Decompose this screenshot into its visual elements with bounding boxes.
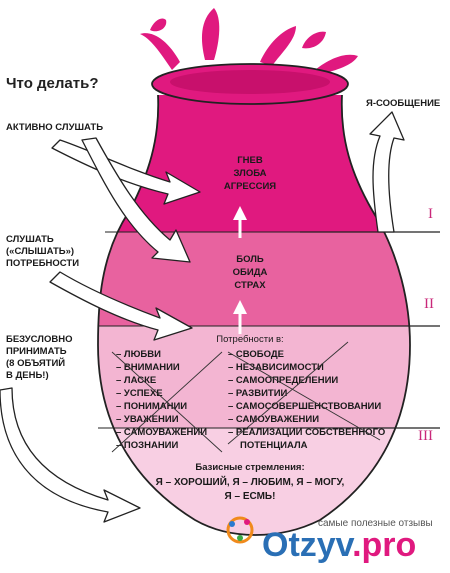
need-right-4: – РАЗВИТИИ bbox=[228, 388, 288, 399]
need-left-3: – ЛАСКЕ bbox=[116, 375, 156, 386]
label-accept-2: ПРИНИМАТЬ bbox=[6, 346, 67, 357]
level-label-3: III bbox=[418, 428, 433, 444]
label-accept-1: БЕЗУСЛОВНО bbox=[6, 334, 72, 345]
page-title: Что делать? bbox=[6, 75, 98, 92]
zone1-word-1: ГНЕВ bbox=[237, 155, 263, 166]
zone1-word-2: ЗЛОБА bbox=[233, 168, 266, 179]
zone1-word-3: АГРЕССИЯ bbox=[224, 181, 276, 192]
need-left-2: – ВНИМАНИИ bbox=[116, 362, 180, 373]
vase-mouth bbox=[170, 70, 330, 94]
label-i-message: Я-СООБЩЕНИЕ bbox=[366, 98, 440, 109]
watermark-tagline: самые полезные отзывы bbox=[318, 518, 433, 529]
label-accept-4: В ДЕНЬ!) bbox=[6, 370, 49, 381]
zone2-word-1: БОЛЬ bbox=[236, 254, 264, 265]
zone-needs bbox=[98, 326, 410, 428]
need-right-5: – САМОСОВЕРШЕНСТВОВАНИИ bbox=[228, 401, 381, 412]
watermark-logo: самые полезные отзывы Otzyv.pro bbox=[226, 516, 433, 564]
zone-pain bbox=[98, 232, 410, 326]
label-listen-3: ПОТРЕБНОСТИ bbox=[6, 258, 79, 269]
level-label-2: II bbox=[424, 296, 434, 312]
label-accept-3: (8 ОБЪЯТИЙ bbox=[6, 357, 65, 369]
label-listen-2: («СЛЫШАТЬ») bbox=[6, 246, 74, 257]
arrow-i-message bbox=[369, 111, 405, 233]
up-arrow-1 bbox=[233, 206, 247, 238]
label-active-listen: АКТИВНО СЛУШАТЬ bbox=[6, 122, 103, 133]
arrow-accept bbox=[0, 387, 141, 523]
need-left-7: – САМОУВАЖЕНИИ bbox=[116, 427, 207, 438]
label-listen-1: СЛУШАТЬ bbox=[6, 234, 54, 245]
zone2-word-2: ОБИДА bbox=[233, 267, 268, 278]
basic-title: Базисные стремления: bbox=[195, 462, 304, 473]
need-left-5: – ПОНИМАНИИ bbox=[116, 401, 187, 412]
need-right-3: – САМООПРЕДЕЛЕНИИ bbox=[228, 375, 338, 386]
need-left-1: – ЛЮБВИ bbox=[116, 349, 161, 360]
crossout-lines bbox=[111, 341, 381, 453]
need-right-1: – СВОБОДЕ bbox=[228, 349, 284, 360]
up-arrow-2 bbox=[233, 300, 247, 334]
basic-line-2: Я – ЕСМЬ! bbox=[225, 491, 276, 502]
splash-drops bbox=[140, 8, 358, 74]
logo-ring bbox=[226, 516, 254, 544]
watermark-brand: Otzyv.pro bbox=[262, 526, 416, 564]
level-label-1: I bbox=[428, 206, 433, 222]
zone2-word-3: СТРАХ bbox=[234, 280, 266, 291]
needs-title: Потребности в: bbox=[216, 334, 283, 345]
need-right-2: – НЕЗАВИСИМОСТИ bbox=[228, 362, 324, 373]
need-left-8: – ПОЗНАНИИ bbox=[116, 440, 179, 451]
need-right-7: – РЕАЛИЗАЦИИ СОБСТВЕННОГО bbox=[228, 427, 385, 438]
need-left-4: – УСПЕХЕ bbox=[116, 388, 163, 399]
basic-line-1: Я – ХОРОШИЙ, Я – ЛЮБИМ, Я – МОГУ, bbox=[156, 475, 345, 488]
need-right-6: – САМОУВАЖЕНИИ bbox=[228, 414, 319, 425]
need-right-8: ПОТЕНЦИАЛА bbox=[240, 440, 308, 451]
arrow-listen-needs bbox=[49, 271, 193, 341]
needs-right-list: – СВОБОДЕ – НЕЗАВИСИМОСТИ – САМООПРЕДЕЛЕ… bbox=[228, 349, 385, 451]
arrow-active-listen-2 bbox=[81, 137, 191, 263]
